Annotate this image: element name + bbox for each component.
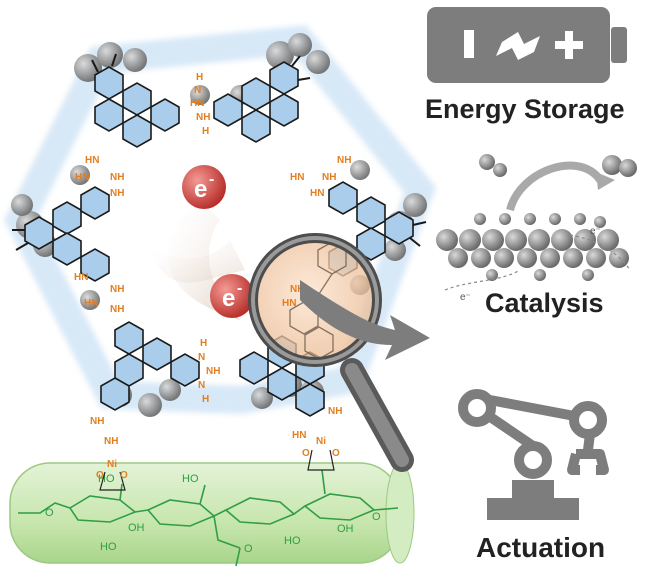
svg-text:O: O bbox=[302, 448, 310, 459]
svg-text:NH: NH bbox=[110, 188, 124, 199]
svg-text:NH: NH bbox=[337, 155, 351, 166]
cellulose-ho-label-3: HO bbox=[100, 541, 117, 553]
svg-text:Ni: Ni bbox=[316, 436, 326, 447]
cellulose-o-label-3: O bbox=[244, 543, 253, 555]
cellulose-oh-label-2: OH bbox=[337, 523, 354, 535]
svg-text:O: O bbox=[120, 470, 128, 481]
svg-text:NH: NH bbox=[206, 366, 220, 377]
svg-text:HN: HN bbox=[290, 172, 304, 183]
svg-text:HN: HN bbox=[310, 188, 324, 199]
svg-text:H: H bbox=[200, 338, 207, 349]
actuation-label: Actuation bbox=[476, 532, 606, 563]
energy-storage-label: Energy Storage bbox=[425, 94, 625, 124]
robot-arm-icon bbox=[458, 389, 609, 520]
amine-linkages: H N HN NH H HN HN NH NH NH HN NH HN HN N… bbox=[74, 72, 351, 405]
cellulose-chain bbox=[18, 469, 399, 567]
catalysis-electron-label-2: e⁻ bbox=[590, 226, 601, 237]
pointer-arrow bbox=[300, 280, 430, 360]
cellulose-ho-label-2: HO bbox=[182, 473, 199, 485]
svg-text:NH: NH bbox=[110, 172, 124, 183]
ni-coordination-right: NH HN Ni O O bbox=[292, 406, 342, 471]
svg-text:-: - bbox=[209, 171, 214, 188]
svg-text:HN: HN bbox=[190, 98, 204, 109]
catalysis-electron-label-1: e⁻ bbox=[460, 292, 471, 303]
cellulose-ho-label-4: HO bbox=[284, 535, 301, 547]
svg-text:HN: HN bbox=[85, 155, 99, 166]
electron-trails bbox=[150, 200, 245, 320]
svg-text:NH: NH bbox=[90, 416, 104, 427]
svg-text:HN: HN bbox=[74, 272, 88, 283]
cellulose-o-label-2: O bbox=[45, 507, 54, 519]
svg-text:N: N bbox=[194, 85, 201, 96]
battery-icon bbox=[427, 7, 627, 83]
svg-text:NH: NH bbox=[110, 304, 124, 315]
ni-coordination-left: NH NH Ni O O bbox=[90, 416, 128, 491]
svg-text:HN: HN bbox=[84, 298, 98, 309]
svg-text:O: O bbox=[332, 448, 340, 459]
svg-text:e: e bbox=[194, 176, 207, 203]
electron-1: e - bbox=[182, 165, 226, 209]
svg-text:NH: NH bbox=[328, 406, 342, 417]
svg-text:NH: NH bbox=[196, 112, 210, 123]
svg-text:NH: NH bbox=[290, 284, 304, 295]
svg-text:Ni: Ni bbox=[107, 459, 117, 470]
svg-text:HN: HN bbox=[282, 298, 296, 309]
svg-text:e: e bbox=[222, 285, 235, 312]
svg-text:O: O bbox=[96, 470, 104, 481]
catalysis-icon: e⁻ e⁻ bbox=[436, 154, 637, 303]
electron-2: e - bbox=[210, 274, 254, 318]
svg-text:H: H bbox=[196, 72, 203, 83]
svg-text:NH: NH bbox=[110, 284, 124, 295]
cellulose-o-label-1: O bbox=[372, 511, 381, 523]
svg-text:NH: NH bbox=[104, 436, 118, 447]
svg-text:H: H bbox=[202, 394, 209, 405]
svg-text:H: H bbox=[202, 126, 209, 137]
cellulose-substrate: HO HO HO OH OH HO O O O bbox=[9, 462, 415, 567]
cellulose-oh-label-1: OH bbox=[128, 522, 145, 534]
svg-text:NH: NH bbox=[322, 172, 336, 183]
svg-text:HN: HN bbox=[292, 430, 306, 441]
methyl-groups bbox=[12, 53, 427, 251]
svg-text:HN: HN bbox=[75, 172, 89, 183]
svg-text:-: - bbox=[237, 280, 242, 297]
svg-text:N: N bbox=[198, 380, 205, 391]
svg-text:N: N bbox=[198, 352, 205, 363]
catalysis-label: Catalysis bbox=[485, 288, 604, 318]
